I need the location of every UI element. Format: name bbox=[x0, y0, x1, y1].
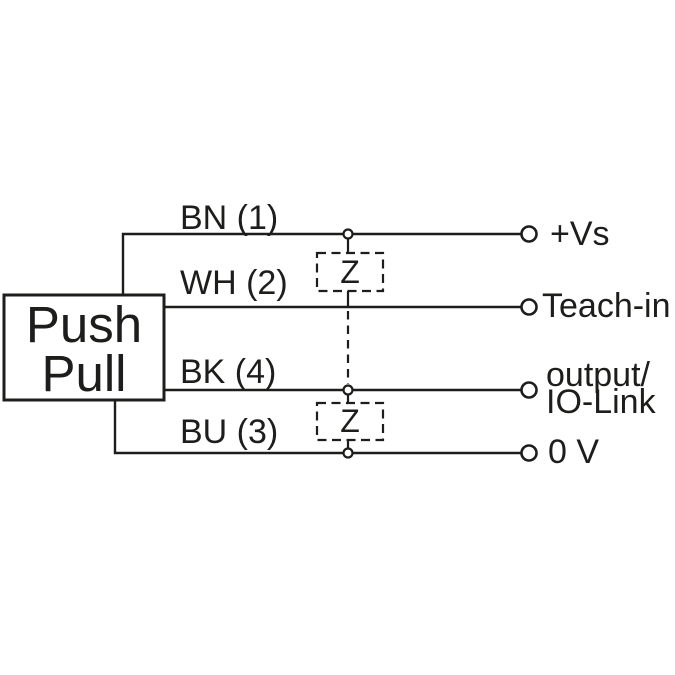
wire-label-bu: BU (3) bbox=[180, 413, 278, 451]
device-label-line1: Push bbox=[26, 296, 142, 353]
wire-label-bn: BN (1) bbox=[180, 199, 278, 237]
terminal-circle-0v bbox=[520, 444, 538, 462]
node-circle-bn bbox=[342, 228, 354, 240]
terminal-label-vs: +Vs bbox=[550, 215, 610, 253]
terminal-label-teach-in: Teach-in bbox=[542, 287, 671, 325]
terminal-label-output-line2: IO-Link bbox=[546, 383, 657, 421]
wire-label-bk: BK (4) bbox=[180, 353, 276, 391]
terminal-circle-vs bbox=[520, 225, 538, 243]
suppressor-box-1 bbox=[315, 251, 385, 293]
terminal-label-output-line1: output/ bbox=[546, 356, 651, 394]
suppressor-label-1: Z bbox=[340, 254, 360, 290]
device-box bbox=[2, 293, 166, 402]
terminal-circle-output bbox=[520, 381, 538, 399]
wire-label-wh: WH (2) bbox=[180, 264, 288, 302]
terminal-circle-teach-in bbox=[520, 298, 538, 316]
device-label-line2: Pull bbox=[41, 345, 126, 402]
suppressor-box-2 bbox=[315, 401, 385, 442]
wire-bn-line bbox=[121, 232, 521, 296]
node-circle-bu bbox=[342, 447, 354, 459]
suppressor-label-2: Z bbox=[340, 403, 360, 439]
node-circle-bk bbox=[342, 384, 354, 396]
terminal-label-0v: 0 V bbox=[548, 433, 599, 471]
wire-bu-line bbox=[113, 399, 521, 455]
